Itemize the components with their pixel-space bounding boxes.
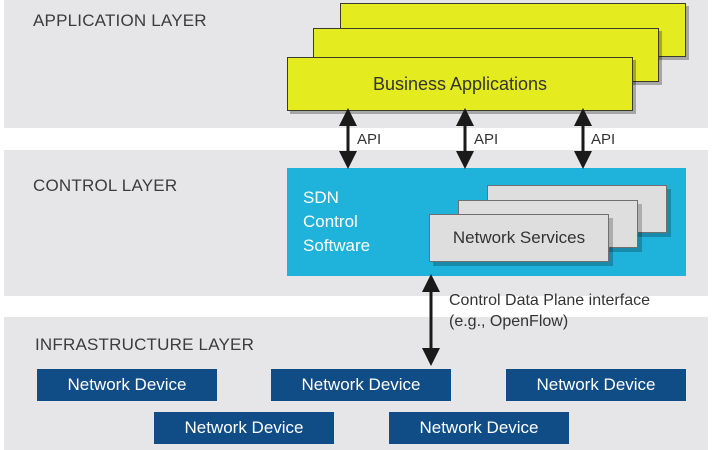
- network-device-2: Network Device: [271, 369, 451, 401]
- network-device-5: Network Device: [389, 412, 569, 444]
- api-label-2: API: [474, 131, 499, 148]
- network-device-1: Network Device: [37, 369, 217, 401]
- api-label-1: API: [357, 131, 382, 148]
- control-layer-label: CONTROL LAYER: [33, 176, 178, 195]
- application-layer-label: APPLICATION LAYER: [33, 11, 207, 30]
- interface-line-2: (e.g., OpenFlow): [449, 313, 569, 330]
- sdn-text-line-2: Control: [303, 212, 358, 231]
- business-applications-box: Business Applications: [287, 57, 633, 111]
- sdn-text-line-1: SDN: [303, 188, 339, 207]
- network-services-label: Network Services: [452, 228, 586, 247]
- network-device-4: Network Device: [154, 412, 334, 444]
- sdn-control-software-label: SDN Control Software: [303, 186, 370, 258]
- control-data-plane-interface-label: Control Data Plane interface (e.g., Open…: [449, 290, 650, 332]
- network-services-box: Network Services: [429, 214, 609, 262]
- sdn-text-line-3: Software: [303, 236, 371, 255]
- network-device-3: Network Device: [506, 369, 686, 401]
- api-label-3: API: [591, 131, 616, 148]
- interface-line-1: Control Data Plane interface: [449, 292, 650, 309]
- infrastructure-layer-label: INFRASTRUCTURE LAYER: [35, 335, 255, 354]
- business-applications-label: Business Applications: [372, 73, 548, 94]
